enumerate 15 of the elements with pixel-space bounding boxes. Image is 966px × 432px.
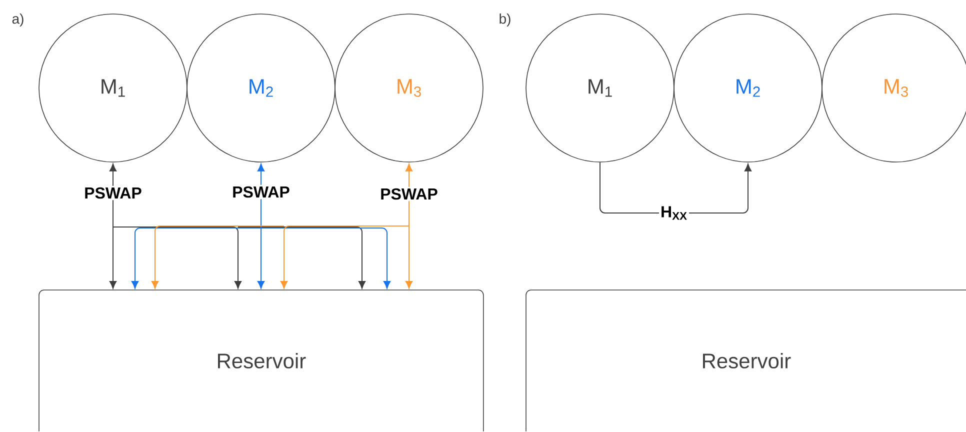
arrow bbox=[109, 164, 366, 289]
edge-label: PSWAP bbox=[378, 186, 440, 202]
panel-label: a) bbox=[12, 13, 24, 27]
panel-label: b) bbox=[500, 13, 510, 27]
edge-label: PSWAP bbox=[230, 184, 292, 200]
circle-node: M$_{1}$ bbox=[38, 14, 188, 162]
edge-label: H$_{XX}$ bbox=[659, 204, 689, 222]
circle-node: M$_{3}$ bbox=[334, 14, 484, 162]
reservoir-box: Reservoir bbox=[38, 290, 484, 432]
circle-node: M$_{2}$ bbox=[674, 14, 822, 162]
circle-node: M$_{2}$ bbox=[186, 14, 336, 162]
reservoir-box: Reservoir bbox=[526, 290, 966, 432]
edge-label: PSWAP bbox=[82, 186, 144, 200]
circle-node: M$_{1}$ bbox=[526, 14, 674, 162]
arrow bbox=[600, 162, 752, 214]
